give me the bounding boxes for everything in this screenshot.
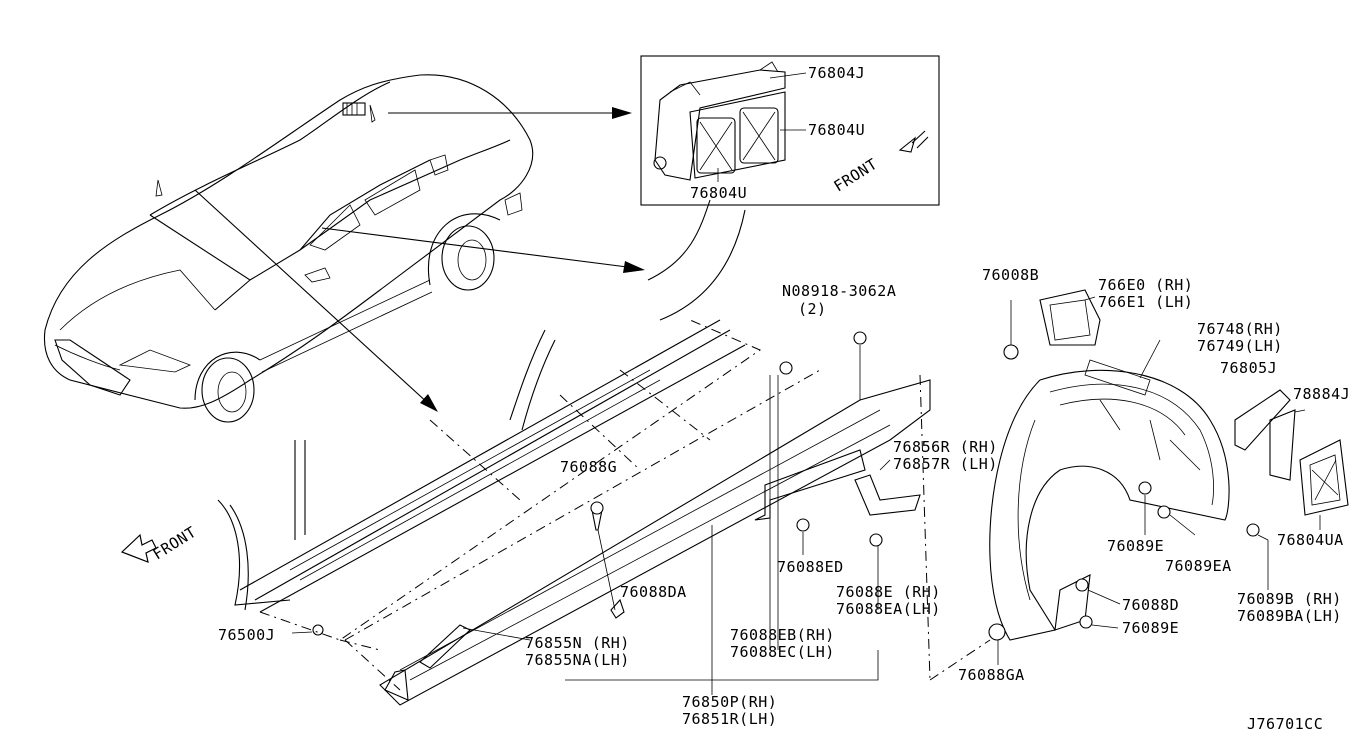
side-sill-area: [217, 199, 762, 651]
label-76855N: 76855N (RH): [525, 634, 630, 652]
inset-front-label: FRONT: [831, 155, 881, 196]
label-76089B: 76089B (RH): [1237, 590, 1342, 608]
label-766E0: 766E0 (RH): [1098, 276, 1193, 294]
label-76089E-top: 76089E: [1107, 537, 1164, 555]
label-nut-qty: (2): [798, 300, 827, 318]
label-76856R: 76856R (RH): [893, 438, 998, 456]
fender-liner-part: [988, 289, 1349, 665]
inset-box: [640, 55, 940, 206]
label-76088EC: 76088EC(LH): [730, 643, 835, 661]
label-76805J: 76805J: [1220, 359, 1277, 377]
label-76804UA: 76804UA: [1277, 531, 1344, 549]
label-76748: 76748(RH): [1197, 320, 1283, 338]
label-76088EB: 76088EB(RH): [730, 626, 835, 644]
label-76804U: 76804U: [808, 121, 865, 139]
label-76008B: 76008B: [982, 266, 1039, 284]
car-illustration: [43, 74, 534, 423]
label-76857R: 76857R (LH): [893, 455, 998, 473]
label-76851R: 76851R(LH): [682, 710, 777, 728]
label-76088EA: 76088EA(LH): [836, 600, 941, 618]
label-76804J: 76804J: [808, 64, 865, 82]
label-76088D: 76088D: [1122, 596, 1179, 614]
label-76088ED: 76088ED: [777, 558, 844, 576]
label-76088DA: 76088DA: [620, 583, 687, 601]
label-76500J: 76500J: [218, 626, 275, 644]
label-76850P: 76850P(RH): [682, 693, 777, 711]
label-nut: N08918-3062A: [782, 282, 896, 300]
label-76089BA: 76089BA(LH): [1237, 607, 1342, 625]
diagram-id: J76701CC: [1247, 715, 1323, 733]
label-76088GA: 76088GA: [958, 666, 1025, 684]
label-766E1: 766E1 (LH): [1098, 293, 1193, 311]
label-76749: 76749(LH): [1197, 337, 1283, 355]
label-76804U-lower: 76804U: [690, 184, 747, 202]
label-78884J: 78884J: [1293, 385, 1350, 403]
label-76088E: 76088E (RH): [836, 583, 941, 601]
label-76855NA: 76855NA(LH): [525, 651, 630, 669]
sill-cover-part: [344, 331, 991, 706]
label-76088G: 76088G: [560, 458, 617, 476]
main-front-label: FRONT: [150, 523, 200, 564]
front-arrow-icon: [120, 533, 157, 563]
label-76089EA: 76089EA: [1165, 557, 1232, 575]
part-labels: 76804J 76804U 76804U FRONT FRONT N08918-…: [150, 64, 1350, 733]
label-76089E-bottom: 76089E: [1122, 619, 1179, 637]
pointer-arrows: [194, 107, 645, 412]
